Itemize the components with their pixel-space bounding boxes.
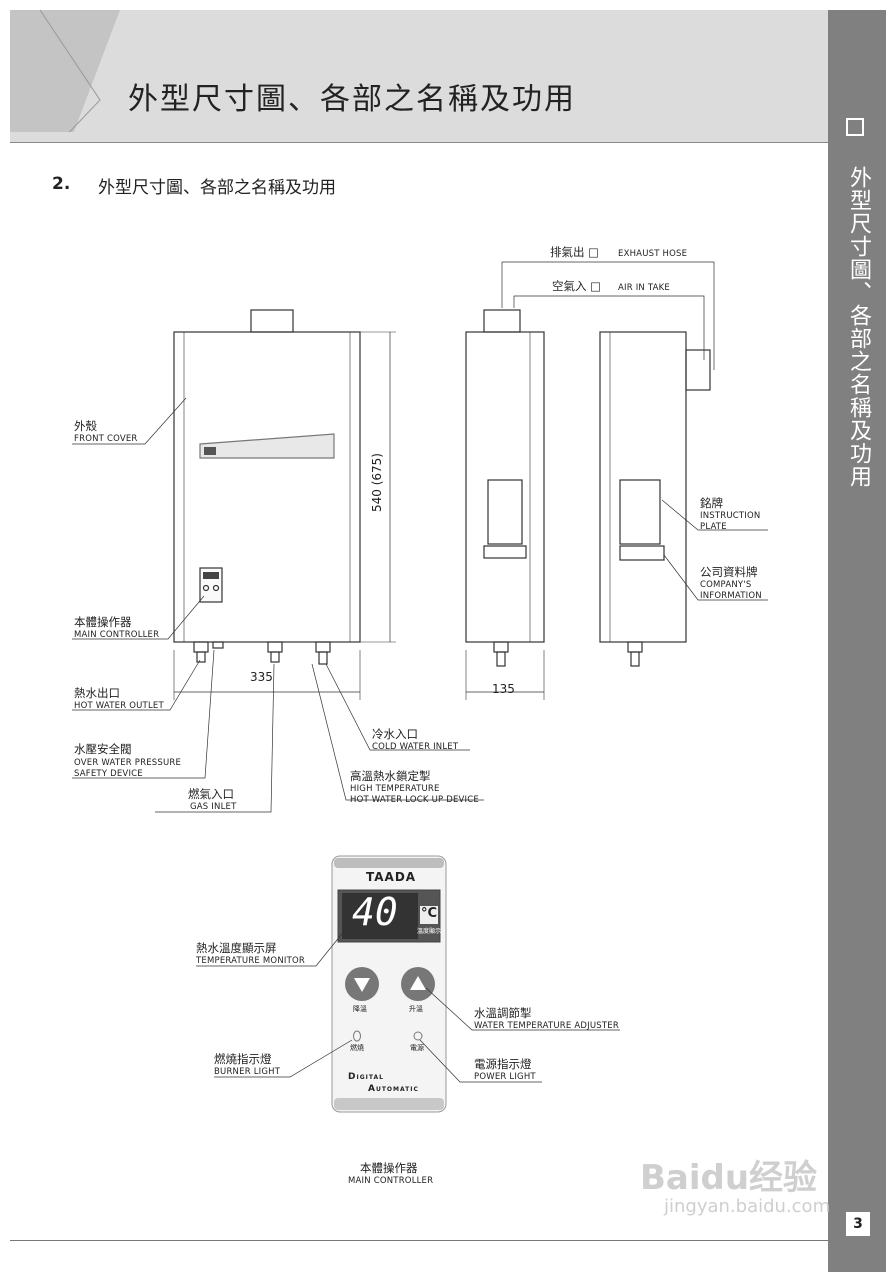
exhaust-label-en: EXHAUST HOSE — [618, 249, 688, 259]
rear-exhaust-box — [685, 349, 711, 391]
header-divider — [10, 142, 828, 143]
panel-caption-zh: 本體操作器 — [360, 1161, 418, 1175]
main-controller-label-en: MAIN CONTROLLER — [74, 630, 160, 640]
temp-adjuster-label-zh: 水溫調節掣 — [474, 1006, 532, 1020]
lockup-label-zh: 高溫熱水鎖定掣 — [350, 769, 431, 783]
page-number: 3 — [846, 1212, 870, 1236]
company-info-label-en2: INFORMATION — [700, 591, 762, 601]
panel-power-label: 電源 — [410, 1044, 424, 1052]
air-intake-label-zh: 空氣入 □ — [552, 279, 602, 293]
watermark-brand: Baidu经验 — [640, 1158, 818, 1198]
front-cover-label-zh: 外殼 — [74, 419, 97, 433]
instruction-plate-label-en1: INSTRUCTION — [700, 511, 761, 521]
banner-chevron — [10, 9, 120, 132]
side-view-body — [465, 331, 545, 643]
front-logo-band — [199, 433, 335, 459]
pressure-valve-label-en1: OVER WATER PRESSURE — [74, 758, 182, 768]
front-cover-label-en: FRONT COVER — [74, 434, 138, 444]
gas-inlet-label-zh: 燃氣入口 — [188, 787, 234, 801]
power-light-label-en: POWER LIGHT — [474, 1072, 536, 1082]
instruction-plate-label-en2: PLATE — [700, 522, 727, 532]
panel-logo-line1: Digital — [348, 1072, 384, 1082]
exhaust-label-zh: 排氣出 □ — [550, 245, 600, 259]
gas-inlet-label-en: GAS INLET — [190, 802, 237, 812]
depth-dimension: 135 — [492, 682, 515, 696]
panel-up-label: 升溫 — [409, 1005, 423, 1013]
panel-brand: TAADA — [366, 870, 417, 884]
section-title: 外型尺寸圖、各部之名稱及功用 — [98, 178, 336, 198]
header-banner — [10, 10, 828, 142]
side-window — [487, 479, 523, 545]
company-info-label-en1: COMPANY'S — [700, 580, 752, 590]
cold-water-label-zh: 冷水入口 — [372, 727, 418, 741]
lockup-label-en2: HOT WATER LOCK UP DEVICE — [350, 795, 479, 805]
burner-light-label-zh: 燃燒指示燈 — [214, 1052, 272, 1066]
panel-logo-line2: Automatic — [368, 1084, 419, 1094]
company-info-label-zh: 公司資料牌 — [700, 565, 758, 579]
main-controller-label-zh: 本體操作器 — [74, 615, 132, 629]
panel-down-label: 降溫 — [353, 1005, 367, 1013]
temp-adjuster-label-en: WATER TEMPERATURE ADJUSTER — [474, 1021, 619, 1031]
cold-water-label-en: COLD WATER INLET — [372, 742, 459, 752]
front-flue-pipe — [250, 309, 294, 333]
instruction-plate-label-zh: 銘牌 — [700, 496, 723, 510]
page-title: 外型尺寸圖、各部之名稱及功用 — [128, 82, 576, 117]
footer-divider — [10, 1240, 828, 1241]
air-intake-label-en: AIR IN TAKE — [618, 283, 670, 293]
rear-view-body — [599, 331, 687, 643]
company-info-plate — [619, 545, 665, 561]
temp-monitor-label-en: TEMPERATURE MONITOR — [196, 956, 305, 966]
front-view-body — [173, 331, 361, 643]
chapter-tab-title: 外型尺寸圖、各部之名稱及功用 — [846, 166, 871, 488]
instruction-plate — [619, 479, 661, 545]
chapter-tab — [828, 10, 886, 1272]
width-dimension: 335 — [250, 670, 273, 684]
temp-monitor-label-zh: 熱水溫度顯示屏 — [196, 941, 277, 955]
burner-light-label-en: BURNER LIGHT — [214, 1067, 281, 1077]
hot-water-outlet-label-zh: 熱水出口 — [74, 686, 120, 700]
panel-unit-sub: 溫度顯示 — [417, 928, 442, 935]
section-number: 2. — [52, 174, 71, 194]
lockup-label-en1: HIGH TEMPERATURE — [350, 784, 440, 794]
pressure-valve-label-zh: 水壓安全閥 — [74, 742, 132, 756]
controller-panel-drawing — [331, 855, 447, 1113]
hot-water-outlet-label-en: HOT WATER OUTLET — [74, 701, 164, 711]
panel-unit: °C — [421, 906, 438, 921]
height-dimension: 540 (675) — [370, 453, 384, 512]
pressure-valve-label-en2: SAFETY DEVICE — [74, 769, 143, 779]
watermark-url: jingyan.baidu.com — [664, 1196, 831, 1217]
panel-temperature-display: 40 — [352, 890, 398, 934]
chapter-tab-box — [846, 118, 864, 136]
panel-burner-label: 燃燒 — [350, 1044, 364, 1052]
power-light-label-zh: 電源指示燈 — [474, 1057, 532, 1071]
side-flue-pipe — [483, 309, 521, 333]
panel-caption-en: MAIN CONTROLLER — [348, 1176, 434, 1186]
